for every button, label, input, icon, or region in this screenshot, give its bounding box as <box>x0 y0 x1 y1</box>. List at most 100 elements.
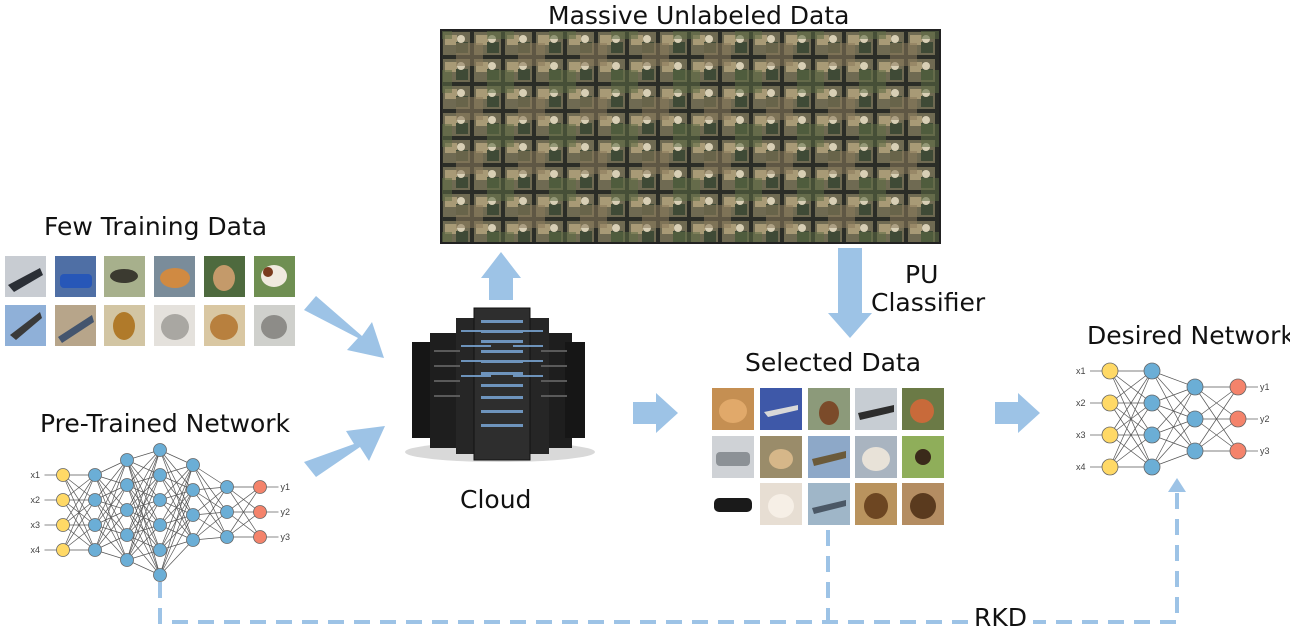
pretrained-output-node <box>253 505 267 519</box>
desired-hidden-node <box>1143 426 1161 444</box>
pretrained-input-node <box>56 468 70 482</box>
pretrained-hidden-node <box>186 458 200 472</box>
desired-output-label: y2 <box>1260 414 1270 424</box>
pretrained-edge <box>192 486 228 541</box>
arrow-rkd-to-desired <box>1168 478 1186 492</box>
desired-edge <box>1109 402 1153 468</box>
desired-hidden-node <box>1186 442 1204 460</box>
pretrained-output-label: y1 <box>281 482 291 492</box>
pretrained-input-label: x2 <box>31 495 41 505</box>
pretrained-edge <box>126 449 161 536</box>
pretrained-edge <box>159 489 194 576</box>
pretrained-edge <box>94 459 128 501</box>
desired-input-node <box>1101 458 1119 476</box>
desired-hidden-node <box>1143 458 1161 476</box>
desired-edge <box>1151 386 1196 436</box>
desired-input-label: x2 <box>1076 398 1086 408</box>
pretrained-hidden-node <box>153 468 167 482</box>
server-rack-icon <box>405 307 595 462</box>
pre-trained-network-title: Pre-Trained Network <box>40 409 291 438</box>
few-training-data-title: Few Training Data <box>44 212 268 241</box>
desired-edge <box>1109 370 1153 404</box>
desired-output-label: y1 <box>1260 382 1270 392</box>
pretrained-input-label: x1 <box>31 470 41 480</box>
massive-unlabeled-data-title: Massive Unlabeled Data <box>548 1 850 30</box>
desired-edge <box>1194 386 1239 420</box>
flow-arrows <box>304 248 1040 477</box>
arrow-cloud-to-selected <box>633 393 678 433</box>
pretrained-hidden-node <box>153 443 167 457</box>
pretrained-hidden-node <box>120 503 134 517</box>
pretrained-hidden-node <box>220 505 234 519</box>
pretrained-edge <box>94 509 128 551</box>
arrow-few-data-to-cloud <box>304 296 384 358</box>
pretrained-edge <box>226 486 261 538</box>
desired-edge <box>1194 386 1239 452</box>
pretrained-edge <box>226 486 261 513</box>
pretrained-edge <box>94 459 128 526</box>
arrow-pretrained-to-cloud <box>304 426 385 477</box>
pretrained-hidden-node <box>186 508 200 522</box>
pretrained-output-label: y2 <box>281 507 291 517</box>
desired-input-node <box>1101 394 1119 412</box>
desired-output-node <box>1229 442 1247 460</box>
pretrained-edge <box>226 511 261 538</box>
pretrained-edge <box>62 474 96 526</box>
pretrained-input-node <box>56 543 70 557</box>
desired-input-label: x1 <box>1076 366 1086 376</box>
desired-input-node <box>1101 426 1119 444</box>
pretrained-hidden-node <box>120 478 134 492</box>
pretrained-hidden-node <box>153 493 167 507</box>
pretrained-edge <box>94 459 128 551</box>
arrow-selected-to-desired <box>995 393 1040 433</box>
desired-network-title: Desired Network <box>1087 321 1290 350</box>
pretrained-edge <box>126 449 161 511</box>
pretrained-edge <box>126 449 161 561</box>
desired-edge <box>1151 386 1196 468</box>
pretrained-edge <box>62 474 96 551</box>
pretrained-edge <box>126 499 161 561</box>
pretrained-input-label: x3 <box>31 520 41 530</box>
pretrained-hidden-node <box>88 468 102 482</box>
desired-edge <box>1109 370 1153 436</box>
pretrained-edge <box>62 499 96 551</box>
desired-input-label: x4 <box>1076 462 1086 472</box>
arrow-massive-to-selected <box>828 248 872 338</box>
desired-hidden-node <box>1143 362 1161 380</box>
pretrained-hidden-node <box>153 543 167 557</box>
pretrained-output-node <box>253 530 267 544</box>
pretrained-hidden-node <box>220 530 234 544</box>
pretrained-input-label: x4 <box>31 545 41 555</box>
desired-input-node <box>1101 362 1119 380</box>
massive-unlabeled-data-mosaic <box>440 29 941 244</box>
pretrained-edge <box>159 539 194 576</box>
pretrained-hidden-node <box>88 543 102 557</box>
pretrained-hidden-node <box>88 493 102 507</box>
pretrained-hidden-node <box>186 533 200 547</box>
pretrained-edge <box>126 449 161 486</box>
pretrained-hidden-node <box>120 528 134 542</box>
pretrained-input-node <box>56 493 70 507</box>
rkd-label: RKD <box>968 605 1034 630</box>
selected-data-thumbnails <box>712 388 944 525</box>
pretrained-edge <box>159 514 194 576</box>
desired-hidden-node <box>1186 410 1204 428</box>
pretrained-output-node <box>253 480 267 494</box>
pretrained-hidden-node <box>153 568 167 582</box>
pretrained-hidden-node <box>88 518 102 532</box>
desired-input-label: x3 <box>1076 430 1086 440</box>
pretrained-edge <box>192 486 228 516</box>
pretrained-edge <box>159 464 194 501</box>
pretrained-edge <box>126 474 161 561</box>
pretrained-hidden-node <box>220 480 234 494</box>
pretrained-edge <box>159 464 194 526</box>
pretrained-edge <box>159 464 194 576</box>
pretrained-hidden-node <box>120 453 134 467</box>
pretrained-edge <box>94 484 128 551</box>
desired-output-node <box>1229 378 1247 396</box>
desired-edge <box>1151 418 1196 468</box>
pretrained-hidden-node <box>186 483 200 497</box>
